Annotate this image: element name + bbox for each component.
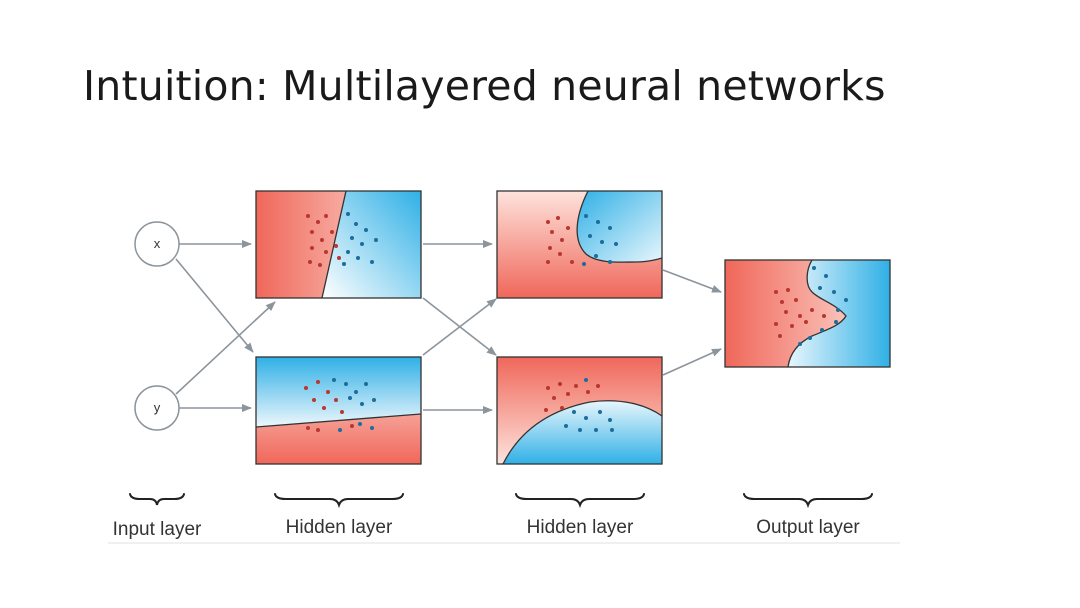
arrow-h2b-to-out bbox=[662, 348, 722, 376]
hidden-1-bottom-panel bbox=[255, 356, 422, 465]
output-panel bbox=[724, 259, 891, 368]
input-node-x-label: x bbox=[154, 236, 161, 251]
connection-arrows bbox=[175, 240, 722, 414]
brace-hidden-2 bbox=[515, 493, 645, 509]
brace-input bbox=[129, 493, 185, 506]
hidden-2-bottom-panel bbox=[496, 356, 663, 465]
input-node-y: y bbox=[134, 385, 180, 431]
hidden-2-top-panel bbox=[496, 190, 663, 299]
hidden-1-top-panel bbox=[255, 190, 422, 299]
data-points bbox=[304, 378, 376, 432]
brace-output bbox=[743, 493, 873, 509]
layer-braces bbox=[129, 493, 873, 509]
brace-hidden-1 bbox=[274, 493, 404, 509]
input-node-x: x bbox=[134, 221, 180, 267]
arrow-x-to-h1b bbox=[175, 258, 254, 353]
input-node-y-label: y bbox=[154, 400, 161, 415]
data-points bbox=[774, 266, 848, 346]
layer-label-hidden-2: Hidden layer bbox=[527, 517, 634, 538]
slide-title: Intuition: Multilayered neural networks bbox=[83, 62, 886, 110]
data-points bbox=[306, 212, 378, 267]
layer-label-output: Output layer bbox=[756, 517, 860, 538]
data-points bbox=[546, 214, 618, 266]
arrow-h1b-to-h2a bbox=[422, 298, 497, 356]
data-points bbox=[544, 378, 614, 432]
layer-label-hidden-1: Hidden layer bbox=[286, 517, 393, 538]
arrow-h2a-to-out bbox=[662, 269, 722, 293]
layer-label-input: Input layer bbox=[113, 519, 202, 540]
arrow-y-to-h1a bbox=[175, 301, 276, 395]
